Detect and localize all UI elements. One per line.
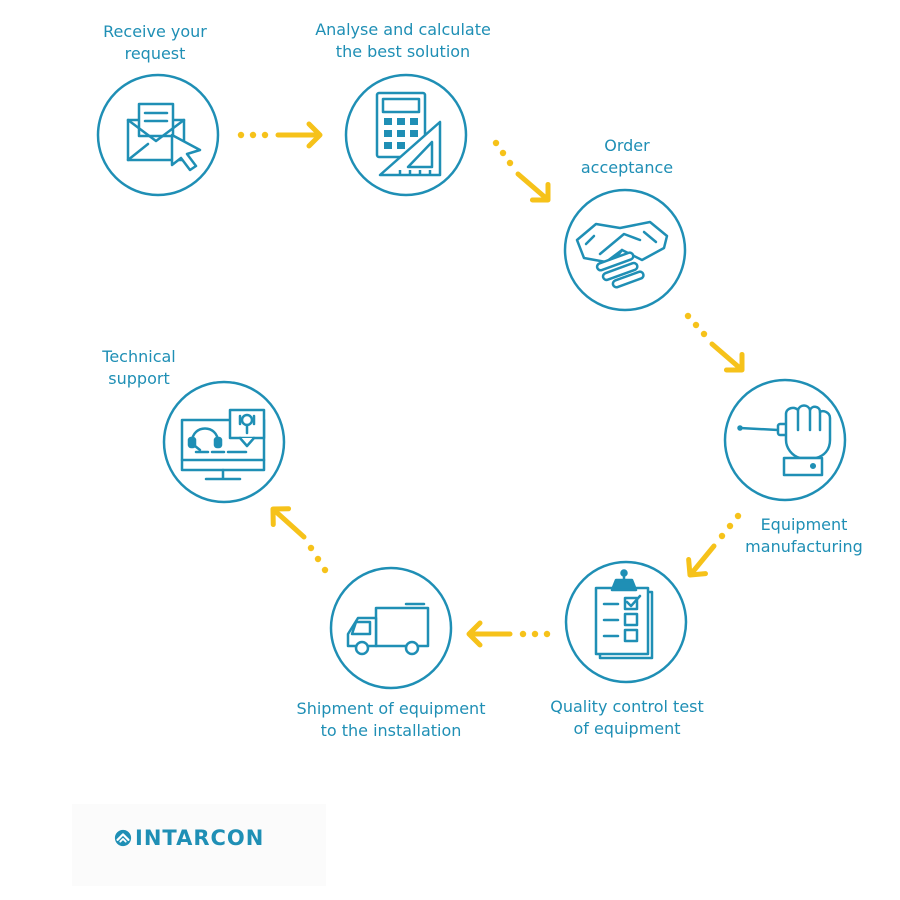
step-label-technical-support: Technical support	[102, 346, 175, 390]
step-circle-receive-request	[96, 73, 220, 197]
step-label-line: Receive your	[103, 22, 207, 41]
step-label-line: acceptance	[580, 158, 674, 177]
flow-arrow-1	[237, 124, 320, 146]
step-label-line: to the installation	[320, 721, 462, 740]
brand-panel	[72, 804, 326, 886]
step-label-quality-control: Quality control test of equipment	[550, 696, 704, 740]
hand-screwdriver-icon	[737, 404, 832, 477]
step-label-line: Technical	[102, 347, 176, 366]
step-label-line: request	[124, 44, 186, 63]
step-label-line: Shipment of equipment	[296, 699, 486, 718]
step-circle-equipment-manufacturing	[723, 378, 847, 502]
delivery-truck-icon	[346, 602, 430, 656]
step-label-line: Equipment	[760, 515, 848, 534]
envelope-cursor-icon	[126, 102, 202, 172]
step-circle-shipment	[329, 566, 453, 690]
step-label-receive-request: Receive your request	[103, 21, 207, 65]
step-label-analyse-calculate: Analyse and calculate the best solution	[315, 19, 491, 63]
step-circle-analyse-calculate	[344, 73, 468, 197]
checklist-clipboard-icon	[594, 569, 654, 660]
step-label-line: Analyse and calculate	[315, 20, 491, 39]
flow-arrow-3	[684, 312, 750, 378]
intarcon-logo-icon	[114, 829, 132, 847]
flow-arrow-5	[469, 623, 551, 645]
step-label-line: manufacturing	[745, 537, 863, 556]
step-circle-technical-support	[162, 380, 286, 504]
step-label-order-acceptance: Order acceptance	[581, 135, 673, 179]
step-label-equipment-manufacturing: Equipment manufacturing	[745, 514, 863, 558]
step-label-line: Quality control test	[550, 697, 704, 716]
brand-logo: INTARCON	[114, 823, 264, 853]
step-circle-order-acceptance	[563, 188, 687, 312]
step-label-line: support	[108, 369, 170, 388]
step-label-line: Order	[604, 136, 650, 155]
flow-arrow-2	[492, 139, 556, 208]
step-label-line: of equipment	[573, 719, 681, 738]
calculator-set-square-icon	[375, 91, 442, 177]
brand-name: INTARCON	[135, 826, 265, 850]
step-label-shipment: Shipment of equipment to the installatio…	[297, 698, 486, 742]
flow-arrow-6	[265, 501, 329, 574]
step-label-line: the best solution	[335, 42, 471, 61]
step-circle-quality-control	[564, 560, 688, 684]
handshake-icon	[575, 220, 669, 289]
flow-arrow-4	[682, 512, 742, 582]
monitor-support-icon	[180, 408, 266, 481]
